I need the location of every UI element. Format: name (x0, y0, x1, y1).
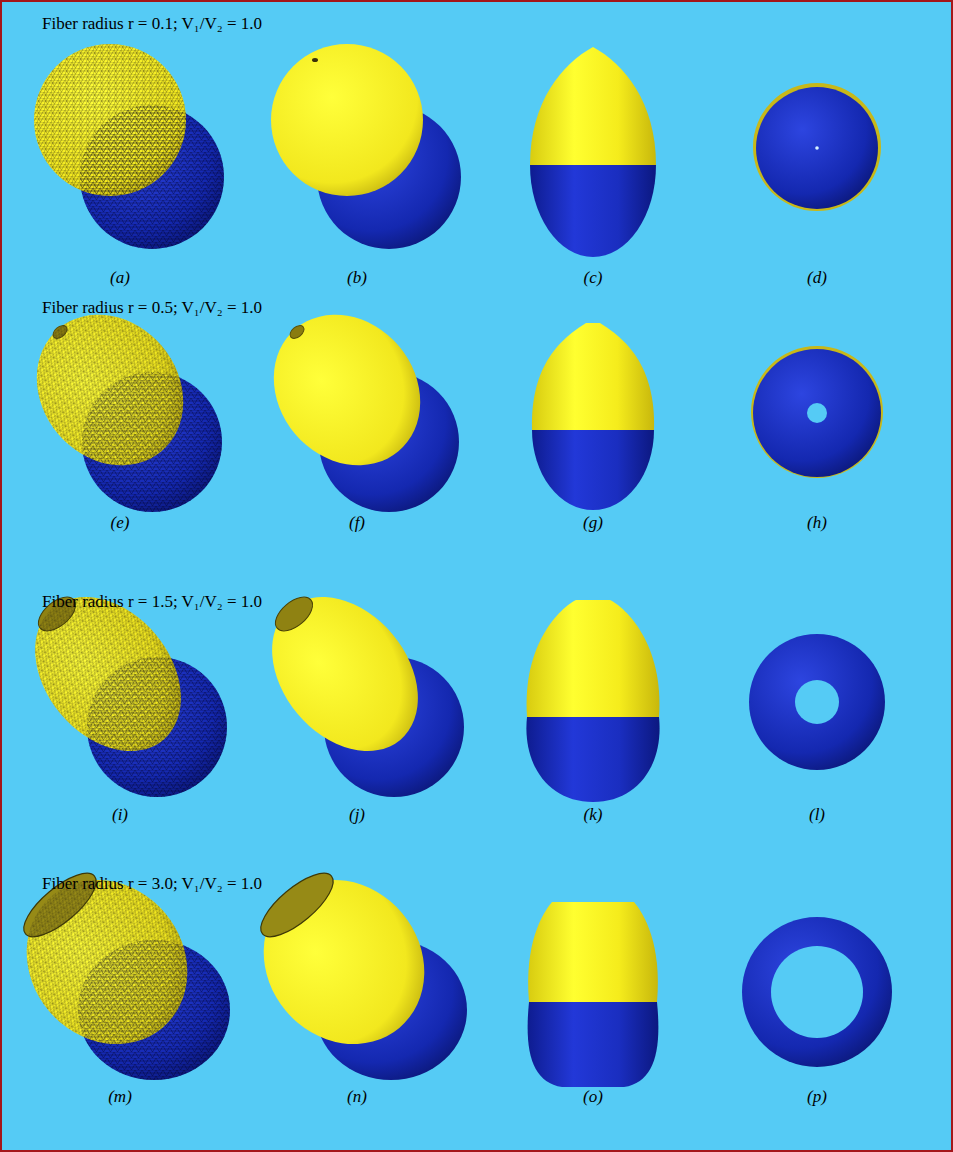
side-view (532, 323, 654, 510)
rendered-view (243, 285, 459, 512)
row-title: Fiber radius r = 0.5; V₁/V₂ = 1.0 (42, 298, 262, 318)
panel-label: (d) (807, 268, 827, 288)
panel-label: (m) (108, 1087, 132, 1107)
side-view (528, 902, 659, 1087)
row-title: Fiber radius r = 3.0; V₁/V₂ = 1.0 (42, 874, 262, 894)
side-view (526, 600, 659, 802)
panel-label: (g) (583, 513, 603, 533)
panel-label: (i) (112, 805, 128, 825)
row-title: Fiber radius r = 1.5; V₁/V₂ = 1.0 (42, 592, 262, 612)
side-view (530, 47, 656, 257)
panel-label: (c) (584, 268, 603, 288)
panel-label: (l) (809, 805, 825, 825)
end-view (753, 83, 881, 211)
mesh-view (6, 285, 222, 512)
end-view (751, 346, 883, 478)
panel-label: (e) (111, 513, 130, 533)
panel-label: (n) (347, 1087, 367, 1107)
rendered-view (242, 568, 464, 797)
mesh-view (34, 44, 224, 249)
panel-label: (a) (110, 268, 130, 288)
panel-label: (p) (807, 1087, 827, 1107)
rendered-view (271, 44, 461, 249)
rendered-view (231, 847, 467, 1080)
row-title: Fiber radius r = 0.1; V₁/V₂ = 1.0 (42, 14, 262, 34)
end-view (742, 917, 892, 1067)
panel-label: (k) (584, 805, 603, 825)
panel-label: (o) (583, 1087, 603, 1107)
panel-label: (j) (349, 805, 365, 825)
panel-label: (f) (349, 513, 365, 533)
panel-label: (h) (807, 513, 827, 533)
panel-label: (b) (347, 268, 367, 288)
end-view (749, 634, 885, 770)
